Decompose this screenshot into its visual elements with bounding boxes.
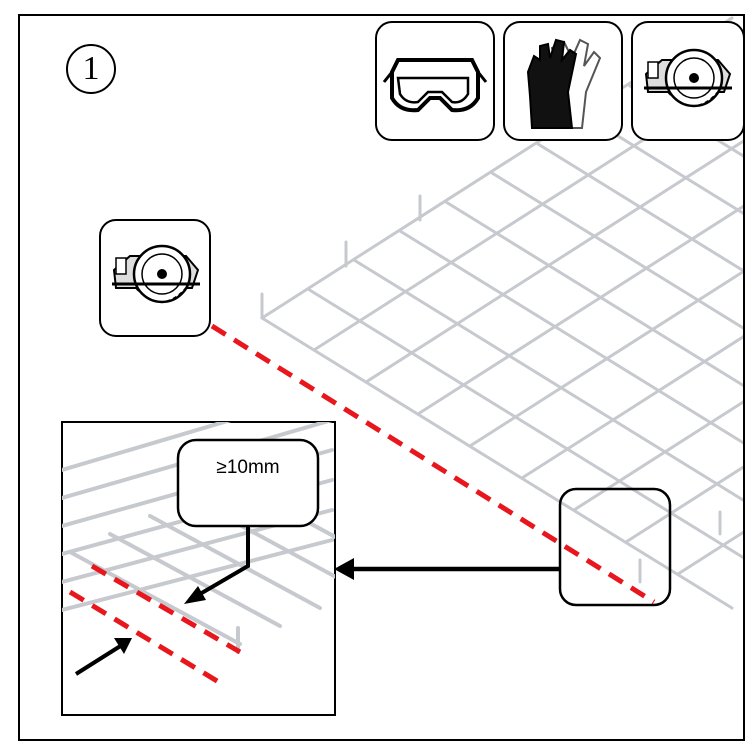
safety-glasses-icon <box>382 58 488 113</box>
step-number: 1 <box>66 44 116 94</box>
detail-reference-box <box>558 487 672 607</box>
transverse-wire <box>676 530 743 576</box>
cut-line <box>210 323 656 605</box>
longitudinal-wire <box>352 258 743 502</box>
longitudinal-wire <box>398 229 743 445</box>
transverse-wire <box>624 465 743 544</box>
longitudinal-wire <box>490 171 743 330</box>
circular-saw-icon <box>644 48 732 108</box>
detail-longitudinal-wire <box>108 532 282 628</box>
measurement-callout-text: ≥10mm <box>216 457 280 478</box>
transverse-wire <box>416 204 743 416</box>
pointer-arrow <box>74 643 124 676</box>
detail-transverse-wire <box>62 422 232 472</box>
detail-longitudinal-wire <box>148 514 322 610</box>
detail-cut-line-upper <box>90 563 242 655</box>
callout-leader <box>198 526 250 596</box>
longitudinal-wire <box>260 316 734 610</box>
detail-arrowhead <box>334 558 354 580</box>
pointer-arrowhead <box>114 638 132 654</box>
transverse-wire <box>468 269 743 448</box>
protective-gloves-icon <box>526 38 602 129</box>
longitudinal-wire <box>444 200 743 388</box>
transverse-wire <box>520 335 743 480</box>
longitudinal-wire <box>582 113 743 215</box>
detail-cut-line-lower <box>68 589 224 687</box>
transverse-wire <box>572 400 743 512</box>
transverse-wire <box>364 139 743 384</box>
longitudinal-wire <box>306 287 743 560</box>
longitudinal-wire <box>536 142 743 273</box>
callout-arrowhead <box>184 586 206 604</box>
circular-saw-icon <box>112 244 200 304</box>
